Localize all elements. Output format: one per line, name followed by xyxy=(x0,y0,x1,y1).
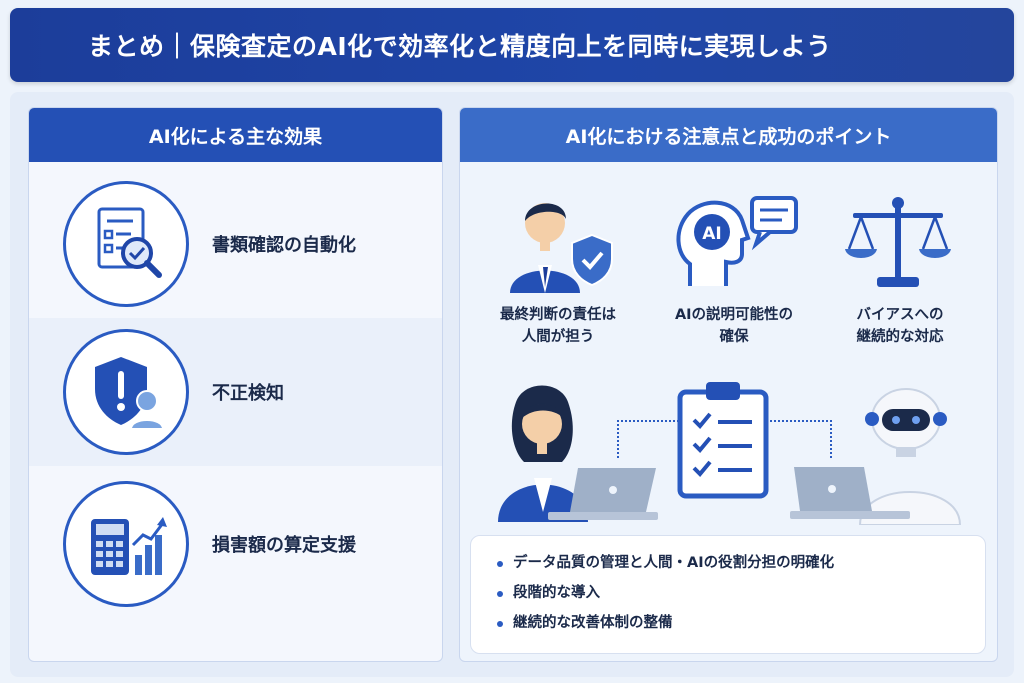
caution-text-line: AIの説明可能性の xyxy=(674,307,794,323)
caution-bias: バイアスへの 継続的な対応 xyxy=(820,304,980,348)
success-points-list: データ品質の管理と人間・AIの役割分担の明確化 段階的な導入 継続的な改善体制の… xyxy=(471,536,985,638)
effect-label: 書類確認の自動化 xyxy=(212,235,356,256)
checklist-clipboard-icon xyxy=(676,380,770,500)
caution-text-line: 人間が担う xyxy=(521,329,595,345)
calculator-chart-icon xyxy=(63,481,189,607)
list-item: 段階的な導入 xyxy=(497,578,985,608)
effects-panel-title: AI化による主な効果 xyxy=(29,108,442,162)
caution-text-line: 確保 xyxy=(719,329,749,345)
list-item: 継続的な改善体制の整備 xyxy=(497,608,985,638)
success-points-box: データ品質の管理と人間・AIの役割分担の明確化 段階的な導入 継続的な改善体制の… xyxy=(470,535,986,654)
balance-scale-icon xyxy=(843,193,953,291)
caution-text-line: バイアスへの xyxy=(856,307,944,323)
businessman-shield-icon xyxy=(500,183,620,293)
caution-text-line: 継続的な対応 xyxy=(856,329,944,345)
effect-item-damage: 損害額の算定支援 xyxy=(29,470,442,618)
ai-head-speech-icon: AI xyxy=(670,190,800,290)
effect-label: 不正検知 xyxy=(212,383,284,404)
page-title: まとめ｜保険査定のAI化で効率化と精度向上を同時に実現しよう xyxy=(88,32,832,61)
caution-responsibility: 最終判断の責任は 人間が担う xyxy=(478,304,638,348)
caution-panel-title: AI化における注意点と成功のポイント xyxy=(460,108,997,162)
effects-panel: AI化による主な効果 書類確認の自動化 xyxy=(28,107,443,662)
effect-item-document: 書類確認の自動化 xyxy=(29,170,442,318)
effect-label: 損害額の算定支援 xyxy=(212,535,356,556)
robot-laptop-illustration xyxy=(790,385,974,526)
businesswoman-laptop-illustration xyxy=(478,372,658,522)
caution-explainability: AIの説明可能性の 確保 xyxy=(654,304,814,348)
ai-badge-text: AI xyxy=(702,224,721,244)
effect-item-fraud: 不正検知 xyxy=(29,318,442,466)
document-magnifier-icon xyxy=(63,181,189,307)
header-banner: まとめ｜保険査定のAI化で効率化と精度向上を同時に実現しよう xyxy=(10,8,1014,82)
shield-alert-icon xyxy=(63,329,189,455)
connector-right xyxy=(766,420,832,458)
connector-left xyxy=(617,420,679,458)
caution-text-line: 最終判断の責任は xyxy=(500,307,616,323)
list-item: データ品質の管理と人間・AIの役割分担の明確化 xyxy=(497,548,985,578)
